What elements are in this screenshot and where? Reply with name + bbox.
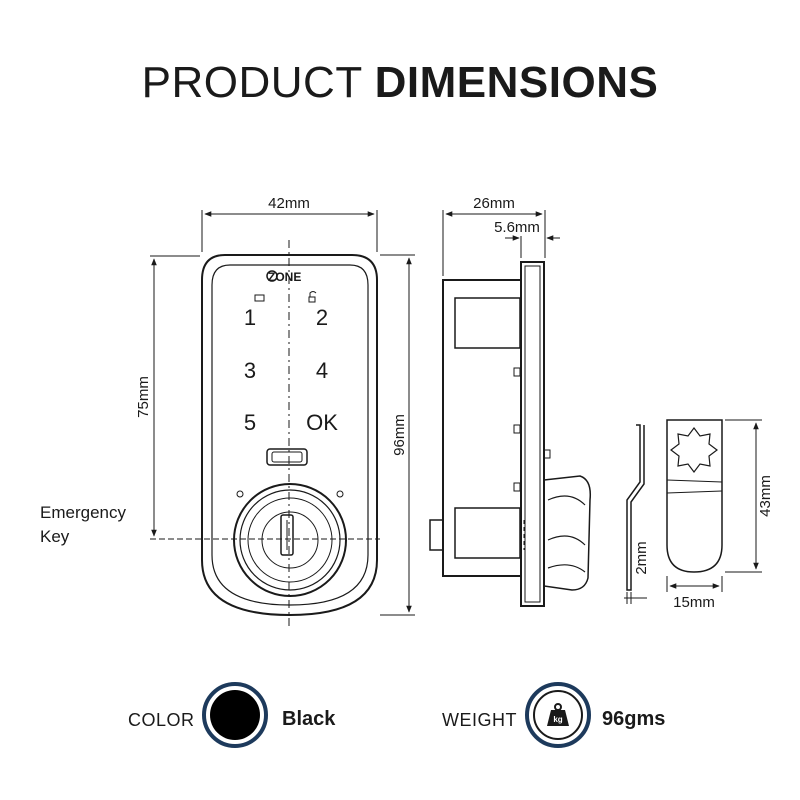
dim-width-label: 42mm	[268, 195, 310, 212]
status-led-right	[336, 490, 344, 498]
battery-icon	[254, 294, 265, 302]
key-ok[interactable]: OK	[306, 410, 338, 435]
weight-value: 96gms	[602, 708, 666, 730]
color-swatch	[210, 690, 260, 740]
dim-cam-length-label: 43mm	[757, 475, 774, 517]
status-led-left	[236, 490, 244, 498]
key-2[interactable]: 2	[316, 305, 328, 330]
color-label: COLOR	[128, 710, 195, 730]
knob[interactable]	[233, 483, 347, 597]
weight-label: WEIGHT	[442, 710, 517, 730]
sensor-window	[266, 448, 308, 466]
dim-total-height-label: 96mm	[391, 414, 408, 456]
cam-side	[626, 424, 645, 591]
dim-cam-thickness-label: 2mm	[633, 541, 650, 574]
callout-line2: Key	[40, 527, 70, 546]
key-5[interactable]: 5	[244, 410, 256, 435]
dim-cam-width-label: 15mm	[673, 594, 715, 611]
spec-footer: COLOR Black WEIGHT kg 96gms	[0, 682, 800, 762]
unlock-icon	[308, 291, 317, 303]
weight-ring: kg	[525, 682, 591, 748]
keyhole[interactable]	[280, 514, 294, 556]
key-1[interactable]: 1	[244, 305, 256, 330]
dim-depth-label: 26mm	[473, 195, 515, 212]
title-bold: DIMENSIONS	[374, 58, 659, 107]
key-4[interactable]: 4	[316, 358, 328, 383]
brand-logo-mark	[266, 270, 278, 282]
weight-icon: kg	[533, 690, 583, 740]
dim-plate-label: 5.6mm	[494, 219, 540, 236]
callout-line1: Emergency	[40, 503, 126, 522]
color-value: Black	[282, 708, 336, 730]
product-diagram: ZONE 1 2 3 4 5 OK 42mm 75mm 96mm Emergen…	[40, 195, 774, 630]
dim-keypad-height-label: 75mm	[135, 376, 152, 418]
key-3[interactable]: 3	[244, 358, 256, 383]
side-view	[429, 261, 592, 607]
title-light: PRODUCT	[141, 58, 362, 107]
color-ring	[202, 682, 268, 748]
page-title: PRODUCT DIMENSIONS	[0, 58, 800, 108]
brand-logo: ZONE	[268, 270, 301, 284]
cam-front	[666, 419, 723, 573]
weight-icon-text: kg	[553, 715, 562, 724]
cam-star-hole	[670, 427, 718, 473]
front-view	[150, 240, 380, 630]
